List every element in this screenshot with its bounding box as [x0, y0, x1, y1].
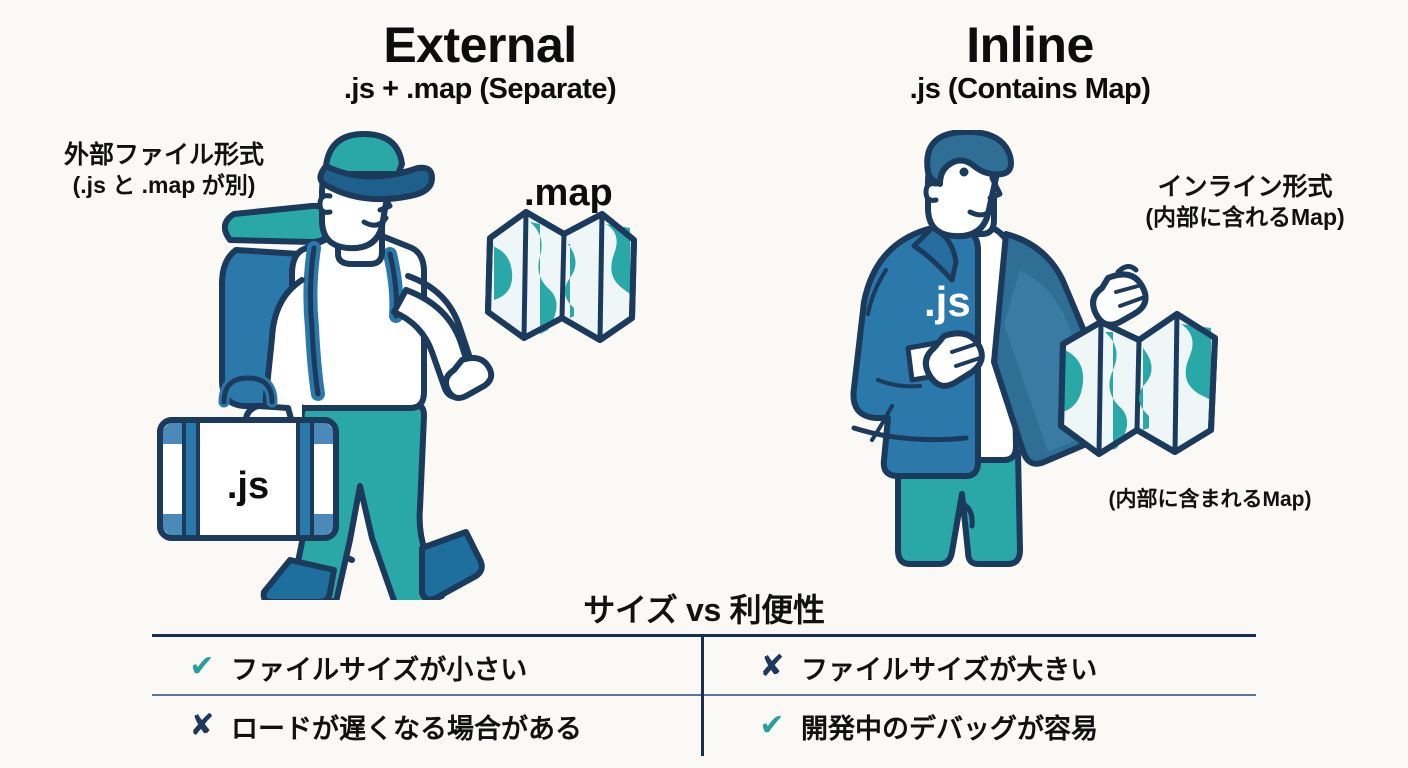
- cross-icon: ✘: [189, 709, 215, 742]
- inline-folded-map: [1055, 300, 1225, 475]
- cross-icon: ✘: [759, 650, 785, 683]
- inline-caption-line2: (内部に含れるMap): [1145, 203, 1345, 230]
- jacket-js-label: .js: [924, 278, 971, 325]
- inline-subtitle: .js (Contains Map): [909, 73, 1151, 105]
- table-row: ✔ 開発中のデバッグが容易: [752, 696, 1098, 756]
- map-file-label: .map: [524, 172, 613, 214]
- inline-caption-line1: インライン形式: [1157, 173, 1333, 201]
- table-row: ✘ ファイルサイズが大きい: [752, 637, 1097, 697]
- external-caption-line1: 外部ファイル形式: [63, 141, 264, 169]
- suitcase-js-label: .js: [227, 465, 269, 507]
- table-cell-text: ファイルサイズが小さい: [231, 654, 528, 685]
- illustration-external-traveler: .js: [150, 130, 570, 615]
- check-icon: ✔: [189, 650, 215, 683]
- column-title-inline: Inline .js (Contains Map): [730, 20, 1330, 105]
- inline-folded-map-svg: [1058, 311, 1218, 457]
- table-top-border: [152, 634, 1256, 637]
- comparison-heading: サイズ vs 利便性: [583, 592, 825, 628]
- external-folded-map: [482, 206, 642, 359]
- inline-caption: インライン形式 (内部に含れるMap): [1095, 172, 1395, 231]
- folded-map-svg: [485, 209, 637, 343]
- external-subtitle: .js + .map (Separate): [343, 73, 617, 105]
- comparison-table: ✔ ファイルサイズが小さい ✘ ロードが遅くなる場合がある ✘ ファイルサイズが…: [152, 634, 1256, 756]
- external-caption: 外部ファイル形式 (.js と .map が別): [14, 140, 314, 199]
- external-caption-line2: (.js と .map が別): [72, 171, 256, 198]
- inline-map-caption: (内部に含まれるMap): [1108, 488, 1312, 511]
- traveler-svg: .js: [157, 131, 495, 615]
- table-mid-divider: [152, 694, 1256, 696]
- table-cell-text: ロードが遅くなる場合がある: [231, 713, 582, 744]
- table-cell-text: ファイルサイズが大きい: [801, 654, 1098, 685]
- column-title-external: External .js + .map (Separate): [180, 20, 780, 105]
- table-cell-text: 開発中のデバッグが容易: [801, 713, 1098, 744]
- inline-title: Inline: [966, 17, 1094, 73]
- check-icon: ✔: [759, 709, 785, 742]
- table-row: ✘ ロードが遅くなる場合がある: [182, 696, 582, 756]
- illustration-inline-developer: .js: [820, 128, 1240, 585]
- table-vertical-divider: [701, 634, 704, 756]
- external-title: External: [383, 17, 577, 73]
- table-row: ✔ ファイルサイズが小さい: [182, 637, 527, 697]
- developer-svg: .js: [850, 128, 1149, 567]
